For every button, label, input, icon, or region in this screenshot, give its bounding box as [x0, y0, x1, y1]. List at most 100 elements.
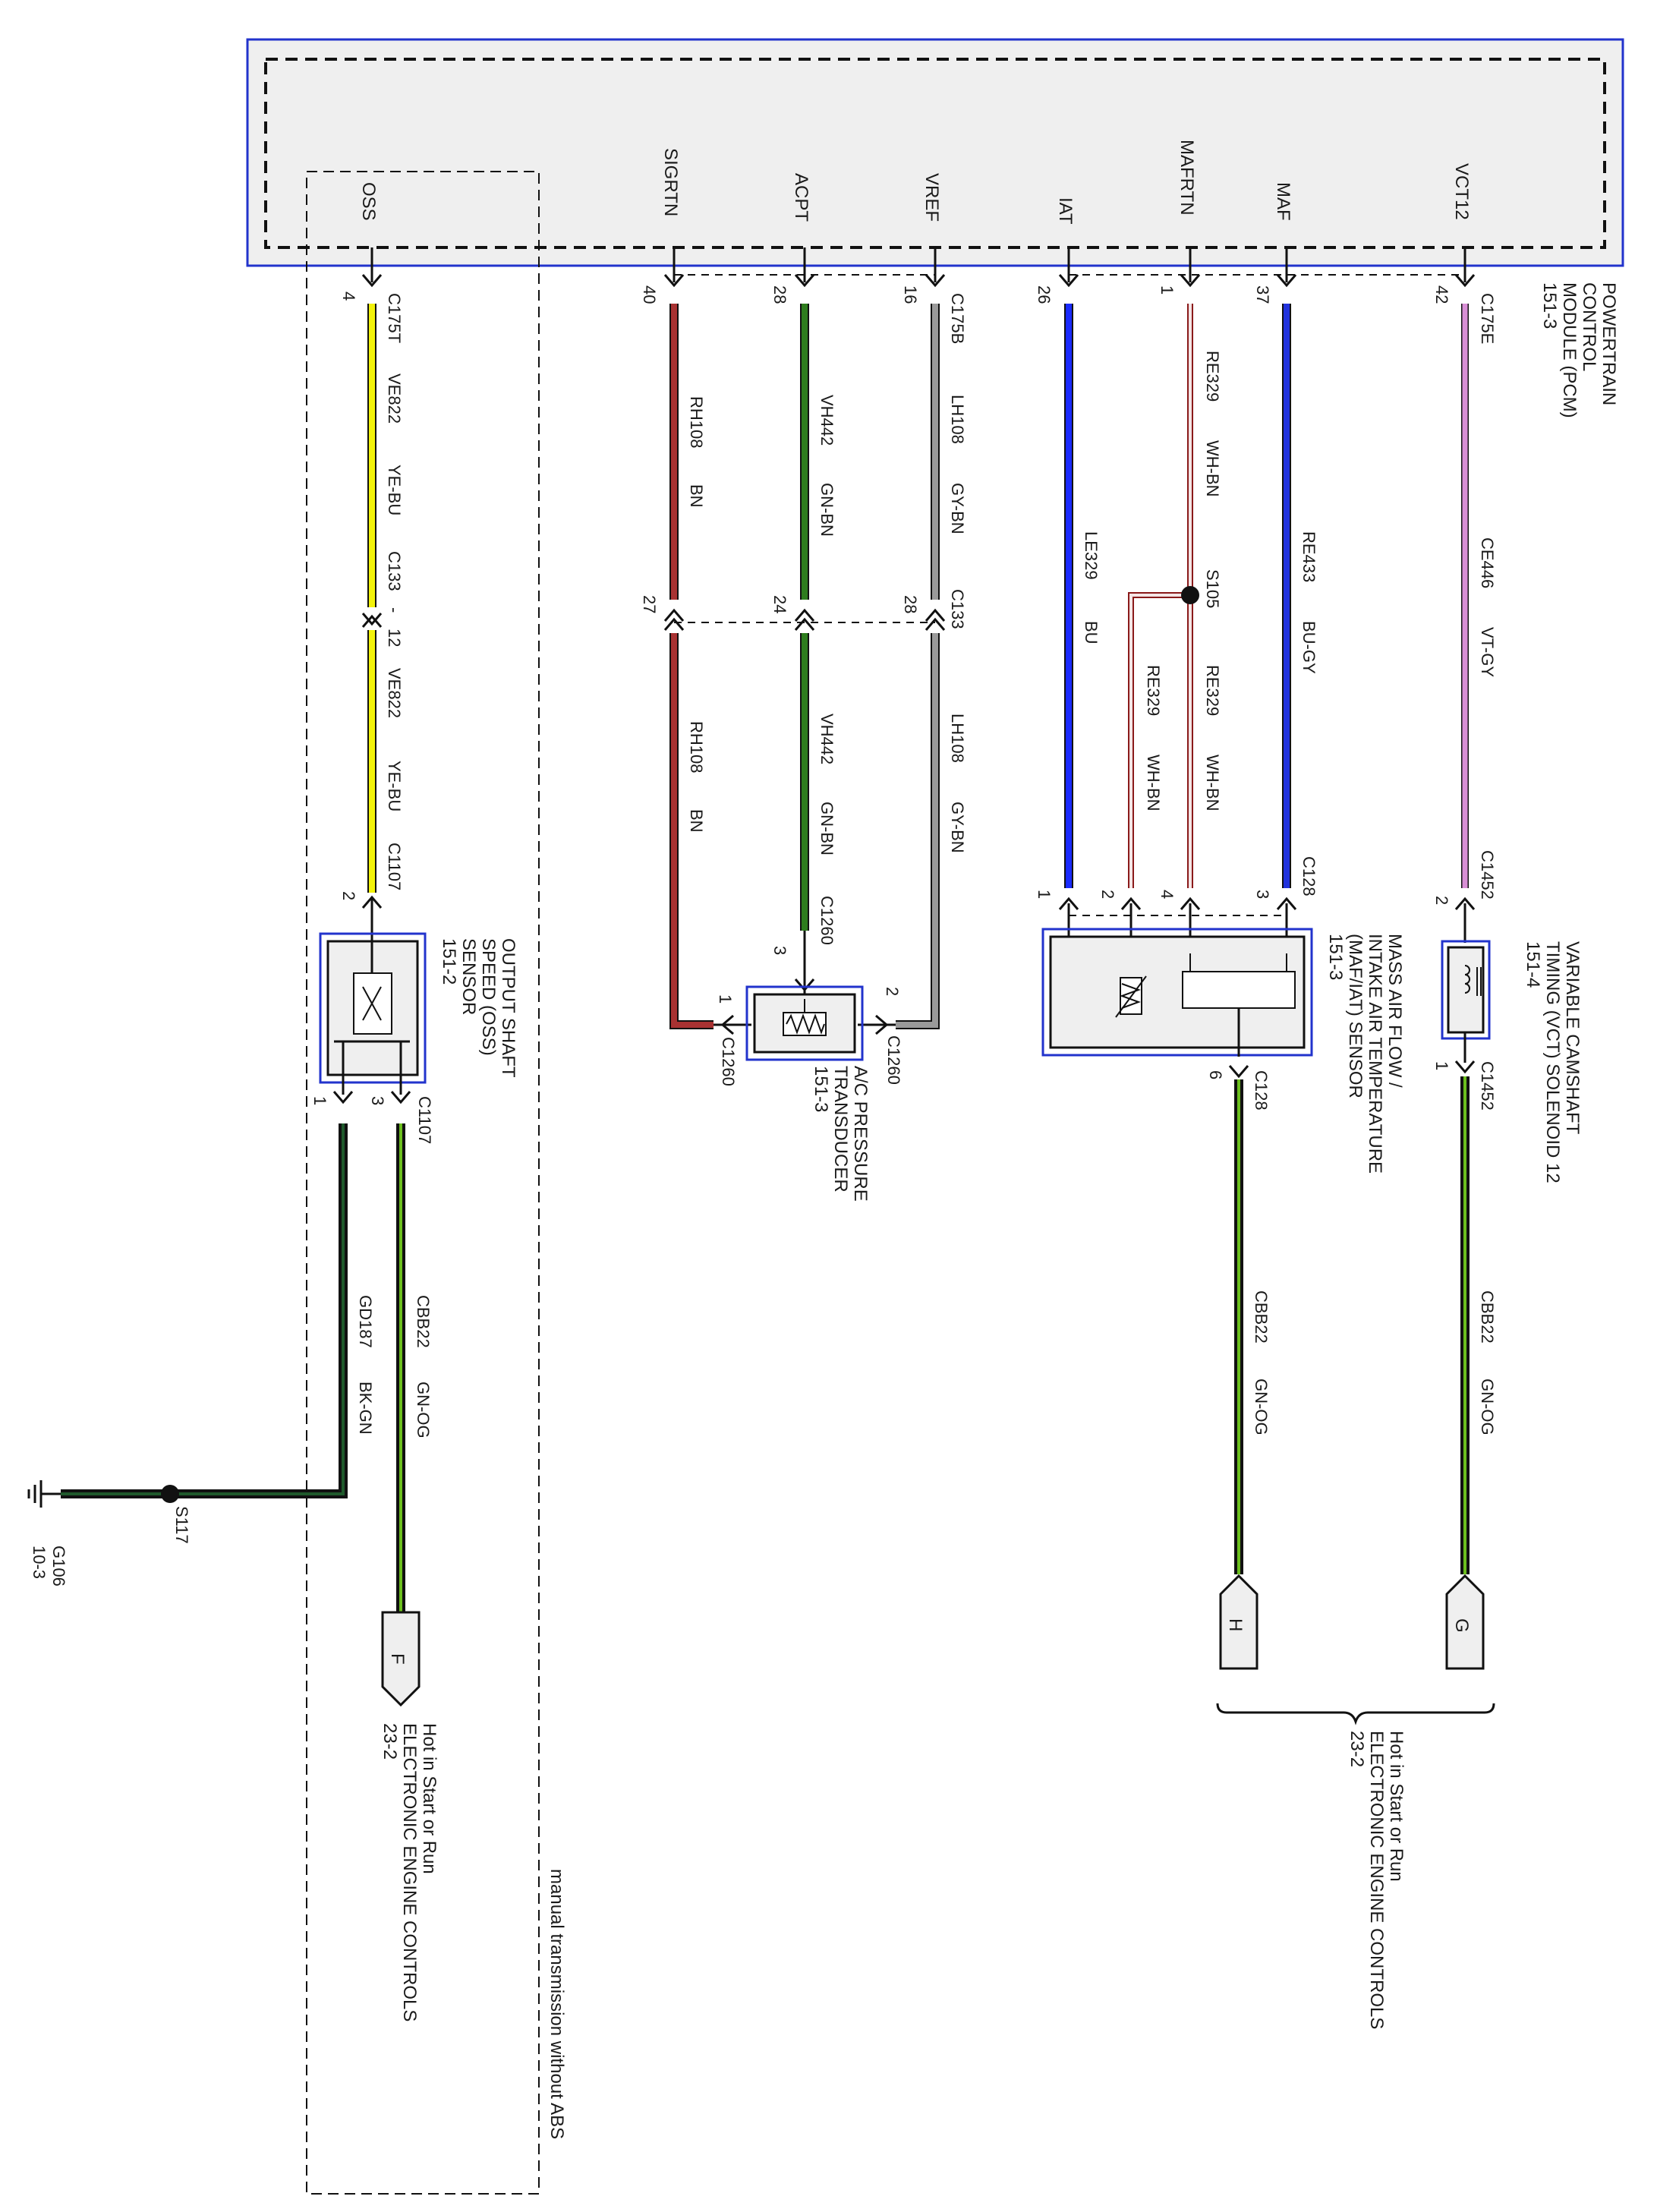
wire-acpt [794, 304, 815, 999]
svg-text:ELECTRONIC ENGINE CONTROLS: ELECTRONIC ENGINE CONTROLS [399, 1723, 420, 2021]
svg-text:1: 1 [716, 994, 735, 1004]
wire-cbb22-oss [381, 1123, 421, 1707]
gh-brace: Hot in Start or Run ELECTRONIC ENGINE CO… [1216, 1703, 1495, 2029]
pcm-module [246, 38, 1624, 288]
svg-text:23-2: 23-2 [1347, 1731, 1367, 1767]
pcm-signal-labels: OSS SIGRTN ACPT VREF IAT MAFRTN MAF VCT1… [358, 140, 1472, 225]
svg-text:BU-GY: BU-GY [1299, 621, 1318, 674]
oss-sensor [319, 932, 427, 1104]
acpt-transducer [745, 985, 864, 1061]
signal-label-vct12: VCT12 [1451, 163, 1472, 220]
svg-text:RE329: RE329 [1203, 665, 1222, 716]
svg-text:C1107: C1107 [415, 1096, 434, 1144]
ground-g106: G106 [49, 1546, 68, 1587]
option-enclosure: manual transmission without ABS [306, 171, 567, 2195]
wire-oss [361, 304, 383, 935]
svg-text:C1107: C1107 [385, 843, 404, 890]
splice-s117: S117 [172, 1506, 191, 1544]
svg-text:151-3: 151-3 [1539, 282, 1560, 329]
svg-text:BU: BU [1082, 621, 1101, 644]
svg-text:GY-BN: GY-BN [948, 802, 967, 853]
svg-text:C1260: C1260 [719, 1037, 738, 1086]
svg-text:ELECTRONIC ENGINE CONTROLS: ELECTRONIC ENGINE CONTROLS [1366, 1731, 1387, 2029]
svg-text:CE446: CE446 [1478, 537, 1497, 588]
svg-text:40: 40 [640, 285, 659, 304]
svg-text:1: 1 [1035, 890, 1054, 899]
svg-text:BN: BN [687, 484, 706, 508]
svg-text:24: 24 [770, 595, 789, 613]
signal-label-vref: VREF [921, 173, 942, 222]
svg-text:LH108: LH108 [948, 714, 967, 763]
svg-text:12: 12 [385, 629, 404, 647]
svg-text:2: 2 [883, 987, 902, 996]
svg-text:C175E: C175E [1478, 293, 1497, 344]
svg-text:BN: BN [687, 809, 706, 833]
svg-text:MASS AIR FLOW /: MASS AIR FLOW / [1385, 934, 1405, 1088]
svg-text:VH442: VH442 [817, 395, 836, 446]
vct-solenoid [1441, 940, 1491, 1074]
svg-text:RE329: RE329 [1144, 665, 1163, 716]
svg-text:16: 16 [901, 285, 920, 304]
offpage-h: H [1225, 1618, 1246, 1631]
svg-text:C133: C133 [948, 589, 967, 629]
svg-text:151-2: 151-2 [439, 938, 459, 985]
vct12-labels: 42 C175E CE446 VT-GY C1452 2 VARIABLE CA… [1432, 285, 1583, 1633]
svg-text:SENSOR: SENSOR [458, 938, 479, 1015]
svg-text:C128: C128 [1299, 856, 1318, 896]
svg-text:C1452: C1452 [1478, 1061, 1497, 1111]
svg-text:RE329: RE329 [1203, 351, 1222, 402]
svg-text:C1452: C1452 [1478, 850, 1497, 900]
svg-text:WH-BN: WH-BN [1144, 755, 1163, 811]
svg-text:2: 2 [339, 891, 358, 900]
svg-text:INTAKE AIR TEMPERATURE: INTAKE AIR TEMPERATURE [1365, 934, 1385, 1174]
svg-text:RH108: RH108 [687, 396, 706, 448]
signal-label-mafrtn: MAFRTN [1177, 140, 1197, 216]
svg-text:LH108: LH108 [948, 395, 967, 444]
signal-label-iat: IAT [1055, 197, 1076, 225]
svg-text:SPEED (OSS): SPEED (OSS) [478, 938, 499, 1056]
svg-text:GN-OG: GN-OG [1478, 1379, 1497, 1435]
svg-text:CBB22: CBB22 [414, 1295, 433, 1348]
svg-text:3: 3 [368, 1096, 387, 1105]
svg-text:C175T: C175T [385, 293, 404, 343]
wire-gd187 [27, 1123, 348, 1508]
signal-label-oss: OSS [358, 182, 379, 221]
svg-text:4: 4 [339, 291, 358, 301]
pcm-title: POWERTRAIN CONTROL MODULE (PCM) 151-3 [1539, 282, 1619, 418]
svg-text:C175B: C175B [948, 293, 967, 344]
svg-text:GN-BN: GN-BN [817, 483, 836, 537]
svg-text:BK-GN: BK-GN [356, 1382, 375, 1435]
svg-text:A/C PRESSURE: A/C PRESSURE [850, 1066, 871, 1202]
wire-gd187-labels: GD187 BK-GN S117 G106 10-3 [30, 1295, 375, 1587]
svg-text:VE822: VE822 [385, 373, 404, 424]
svg-text:POWERTRAIN: POWERTRAIN [1599, 282, 1619, 405]
svg-text:1: 1 [1432, 1061, 1451, 1070]
splice-s105: S105 [1203, 569, 1222, 608]
svg-text:RH108: RH108 [687, 721, 706, 773]
oss-sensor-labels: OUTPUT SHAFT SPEED (OSS) SENSOR 151-2 1 … [310, 938, 518, 1144]
wire-maf [1276, 304, 1297, 972]
offpage-f: F [387, 1653, 408, 1665]
svg-text:MODULE (PCM): MODULE (PCM) [1559, 282, 1580, 418]
option-note: manual transmission without ABS [547, 1869, 567, 2139]
iat-mafrtn-maf-labels: 26 LE329 BU 1 1 RE329 WH-BN S105 RE329 W… [1035, 285, 1405, 1174]
svg-text:28: 28 [901, 595, 920, 613]
svg-text:WH-BN: WH-BN [1203, 440, 1222, 497]
svg-text:Hot in Start or Run: Hot in Start or Run [1386, 1731, 1407, 1882]
svg-text:151-3: 151-3 [811, 1066, 831, 1112]
svg-text:3: 3 [1253, 890, 1272, 899]
svg-text:1: 1 [310, 1096, 329, 1105]
svg-text:26: 26 [1035, 285, 1054, 304]
svg-text:42: 42 [1432, 285, 1451, 304]
svg-text:YE-BU: YE-BU [385, 761, 404, 811]
svg-text:151-4: 151-4 [1523, 941, 1543, 988]
svg-text:OUTPUT SHAFT: OUTPUT SHAFT [498, 938, 518, 1078]
svg-text:6: 6 [1206, 1070, 1225, 1079]
svg-text:Hot in Start or Run: Hot in Start or Run [419, 1723, 439, 1874]
wire-oss-labels: 4 C175T VE822 YE-BU C133 - 12 VE822 YE-B… [339, 291, 404, 900]
svg-text:3: 3 [770, 946, 789, 955]
svg-text:CBB22: CBB22 [1252, 1290, 1271, 1344]
svg-text:TIMING (VCT) SOLENOID 12: TIMING (VCT) SOLENOID 12 [1542, 941, 1563, 1183]
svg-text:2: 2 [1432, 896, 1451, 905]
